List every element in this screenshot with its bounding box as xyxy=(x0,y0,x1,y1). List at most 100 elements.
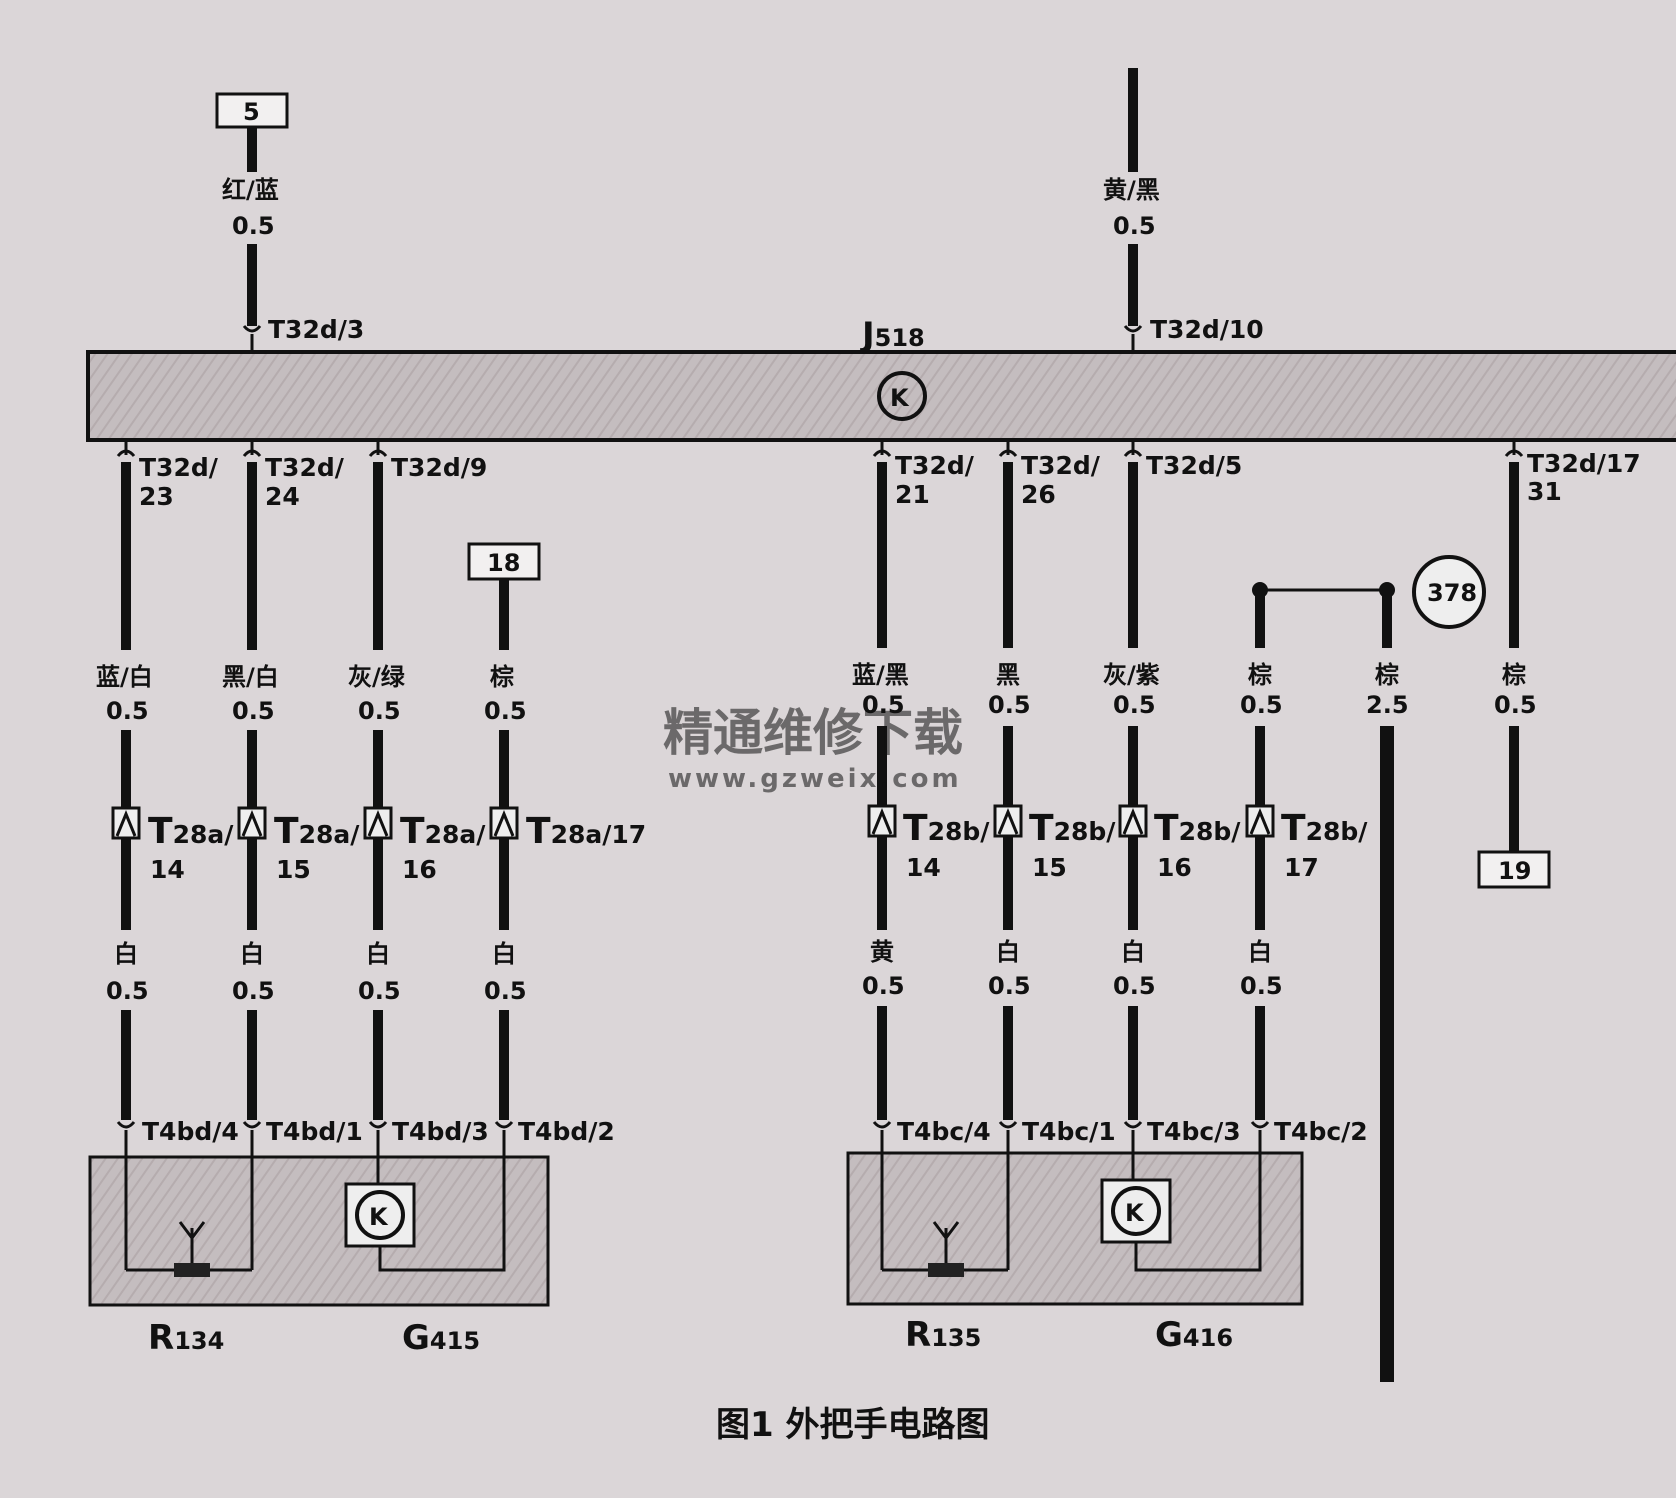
svg-text:蓝/白: 蓝/白 xyxy=(96,663,153,691)
svg-text:K: K xyxy=(890,384,910,412)
component-label-g416: G416 xyxy=(1155,1315,1233,1355)
svg-text:棕: 棕 xyxy=(1502,661,1526,689)
pin-label: T32d/10 xyxy=(1150,315,1264,344)
svg-text:T28a/17: T28a/17 xyxy=(526,811,646,852)
svg-text:15: 15 xyxy=(276,855,311,884)
svg-text:378: 378 xyxy=(1427,579,1477,607)
svg-text:0.5: 0.5 xyxy=(1494,691,1537,719)
svg-text:T4bd/1: T4bd/1 xyxy=(266,1117,363,1146)
svg-text:白: 白 xyxy=(114,940,138,968)
right-wire-4: 棕 0.5 T28b/ 17 白 0.5 T4bc/2 xyxy=(1240,582,1387,1146)
svg-text:T4bd/3: T4bd/3 xyxy=(392,1117,489,1146)
ground-wire: 378 棕 2.5 xyxy=(1366,555,1486,1382)
svg-text:0.5: 0.5 xyxy=(106,697,149,725)
right-wire-2: T32d/ 26 黑 0.5 T28b/ 15 白 0.5 T4bc/1 xyxy=(988,440,1116,1146)
svg-text:0.5: 0.5 xyxy=(106,977,149,1005)
top-wire-left: 5 红/蓝 0.5 T32d/3 xyxy=(215,92,364,352)
svg-text:棕: 棕 xyxy=(1248,661,1272,689)
svg-text:黑: 黑 xyxy=(996,661,1020,689)
module-label: J518 xyxy=(860,315,925,355)
left-wire-2: T32d/ 24 黑/白 0.5 T28a/ 15 白 0.5 T4bd/1 xyxy=(222,440,363,1146)
svg-text:T4bc/2: T4bc/2 xyxy=(1274,1117,1368,1146)
figure-caption: 图1 外把手电路图 xyxy=(716,1405,990,1445)
svg-text:0.5: 0.5 xyxy=(988,972,1031,1000)
svg-text:T28b/: T28b/ xyxy=(1154,808,1241,849)
svg-text:0.5: 0.5 xyxy=(232,977,275,1005)
svg-text:T32d/: T32d/ xyxy=(265,453,345,482)
svg-text:17: 17 xyxy=(1284,853,1319,882)
svg-text:白: 白 xyxy=(366,940,390,968)
svg-text:T32d/17: T32d/17 xyxy=(1527,449,1641,478)
svg-text:白: 白 xyxy=(1248,938,1272,966)
watermark-url: www.gzweix.com xyxy=(668,764,962,794)
svg-text:棕: 棕 xyxy=(490,663,514,691)
reference-box xyxy=(467,542,541,581)
svg-text:T28a/: T28a/ xyxy=(400,811,486,852)
svg-text:T28b/: T28b/ xyxy=(1029,808,1116,849)
svg-text:T32d/: T32d/ xyxy=(1021,451,1101,480)
reference-box xyxy=(1477,850,1551,889)
left-wire-3: T32d/9 灰/绿 0.5 T28a/ 16 白 0.5 T4bd/3 xyxy=(348,440,489,1146)
component-label-r135: R135 xyxy=(905,1315,981,1355)
svg-text:白: 白 xyxy=(492,940,516,968)
pin-label: T32d/3 xyxy=(268,315,364,344)
svg-text:0.5: 0.5 xyxy=(484,977,527,1005)
svg-text:T28a/: T28a/ xyxy=(148,811,234,852)
svg-text:0.5: 0.5 xyxy=(1240,972,1283,1000)
svg-text:白: 白 xyxy=(240,940,264,968)
svg-text:T4bc/3: T4bc/3 xyxy=(1147,1117,1241,1146)
wire-size-label: 0.5 xyxy=(232,212,275,240)
svg-text:T28b/: T28b/ xyxy=(1281,808,1368,849)
svg-text:0.5: 0.5 xyxy=(862,972,905,1000)
component-label-r134: R134 xyxy=(148,1318,224,1358)
svg-text:0.5: 0.5 xyxy=(988,691,1031,719)
module-k-symbol-icon: K xyxy=(877,371,927,421)
right-wire-3: T32d/5 灰/紫 0.5 T28b/ 16 白 0.5 T4bc/3 xyxy=(1103,440,1242,1146)
right-wire-1: T32d/ 21 蓝/黑 0.5 T28b/ 14 黄 0.5 T4bc/4 xyxy=(852,440,991,1146)
svg-text:0.5: 0.5 xyxy=(358,977,401,1005)
component-r135-g416: K xyxy=(846,1130,1304,1306)
control-module-j518 xyxy=(86,350,1676,442)
watermark-title: 精通维修下载 xyxy=(663,704,963,762)
svg-text:0.5: 0.5 xyxy=(484,697,527,725)
sensor-k-icon: K xyxy=(344,1182,416,1248)
svg-text:T28b/: T28b/ xyxy=(903,808,990,849)
antenna-icon xyxy=(928,1221,964,1277)
svg-text:灰/紫: 灰/紫 xyxy=(1103,661,1160,689)
svg-text:16: 16 xyxy=(1157,853,1192,882)
svg-text:T28a/: T28a/ xyxy=(274,811,360,852)
wire-color-label: 红/蓝 xyxy=(222,176,279,204)
pin17-wire: T32d/17 31 棕 0.5 19 xyxy=(1477,440,1641,889)
svg-text:白: 白 xyxy=(996,938,1020,966)
wire-size-label: 0.5 xyxy=(1113,212,1156,240)
svg-text:0.5: 0.5 xyxy=(232,697,275,725)
svg-text:0.5: 0.5 xyxy=(1113,691,1156,719)
svg-text:棕: 棕 xyxy=(1375,661,1399,689)
svg-text:24: 24 xyxy=(265,482,300,511)
svg-text:黑/白: 黑/白 xyxy=(222,663,279,691)
wire-color-label: 黄/黑 xyxy=(1103,176,1160,204)
svg-text:K: K xyxy=(369,1203,389,1231)
svg-text:蓝/黑: 蓝/黑 xyxy=(852,661,909,689)
ground-point-icon: 378 xyxy=(1412,555,1486,629)
reference-box xyxy=(215,92,289,129)
svg-text:K: K xyxy=(1125,1199,1145,1227)
svg-text:31: 31 xyxy=(1527,477,1562,506)
svg-text:T32d/: T32d/ xyxy=(895,451,975,480)
svg-text:T32d/: T32d/ xyxy=(139,453,219,482)
svg-text:2.5: 2.5 xyxy=(1366,691,1409,719)
component-r134-g415: K xyxy=(88,1130,550,1307)
svg-text:15: 15 xyxy=(1032,853,1067,882)
svg-text:T4bd/4: T4bd/4 xyxy=(142,1117,239,1146)
svg-text:T4bc/4: T4bc/4 xyxy=(897,1117,991,1146)
left-wire-4: 18 棕 0.5 T28a/17 白 0.5 T4bd/2 xyxy=(467,542,646,1146)
component-label-g415: G415 xyxy=(402,1318,480,1358)
svg-text:0.5: 0.5 xyxy=(358,697,401,725)
svg-text:18: 18 xyxy=(487,549,520,577)
svg-text:T4bc/1: T4bc/1 xyxy=(1022,1117,1116,1146)
svg-text:0.5: 0.5 xyxy=(1113,972,1156,1000)
svg-text:黄: 黄 xyxy=(870,938,894,966)
svg-text:26: 26 xyxy=(1021,480,1056,509)
svg-text:14: 14 xyxy=(906,853,941,882)
